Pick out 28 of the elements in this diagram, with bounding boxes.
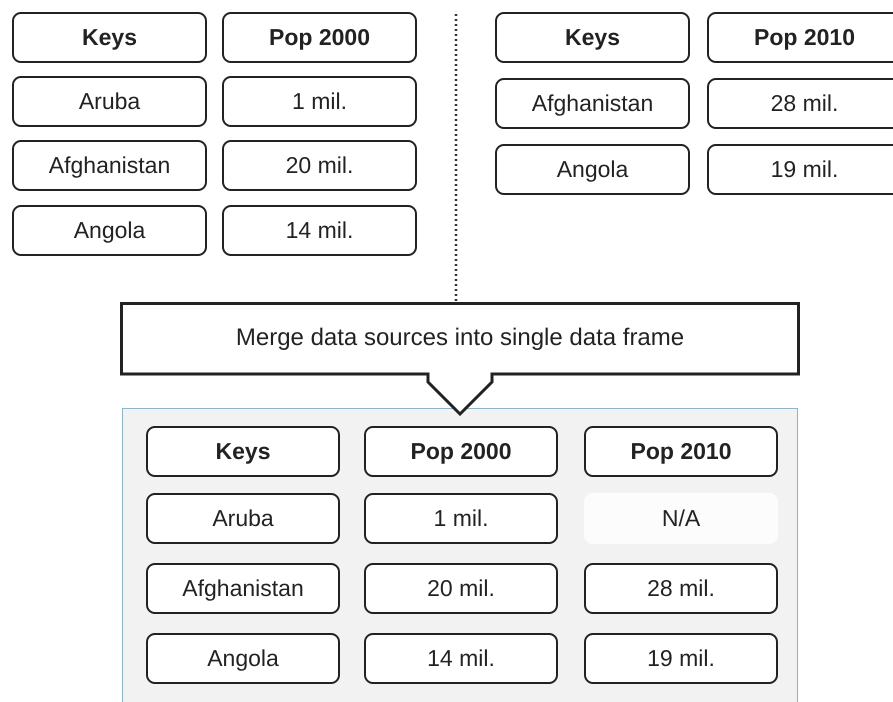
- value-cell: 1 mil.: [222, 76, 417, 127]
- value-cell: 14 mil.: [222, 205, 417, 256]
- key-cell: Angola: [146, 633, 340, 684]
- value-cell: 28 mil.: [584, 563, 778, 614]
- value-cell: 28 mil.: [707, 78, 893, 129]
- value-cell: 19 mil.: [707, 144, 893, 195]
- missing-value-cell: N/A: [584, 493, 778, 544]
- header-cell: Pop 2000: [222, 12, 417, 63]
- key-cell: Angola: [12, 205, 207, 256]
- key-cell: Angola: [495, 144, 690, 195]
- callout-arrow: Merge data sources into single data frame: [120, 302, 800, 416]
- key-cell: Afghanistan: [146, 563, 340, 614]
- value-cell: 19 mil.: [584, 633, 778, 684]
- value-cell: 20 mil.: [364, 563, 558, 614]
- header-cell: Pop 2000: [364, 426, 558, 477]
- value-cell: 14 mil.: [364, 633, 558, 684]
- key-cell: Aruba: [146, 493, 340, 544]
- key-cell: Aruba: [12, 76, 207, 127]
- value-cell: 20 mil.: [222, 140, 417, 191]
- key-cell: Afghanistan: [12, 140, 207, 191]
- header-cell: Pop 2010: [707, 12, 893, 63]
- value-cell: 1 mil.: [364, 493, 558, 544]
- header-cell: Keys: [495, 12, 690, 63]
- header-cell: Keys: [146, 426, 340, 477]
- result-panel: [122, 408, 798, 702]
- header-cell: Pop 2010: [584, 426, 778, 477]
- header-cell: Keys: [12, 12, 207, 63]
- key-cell: Afghanistan: [495, 78, 690, 129]
